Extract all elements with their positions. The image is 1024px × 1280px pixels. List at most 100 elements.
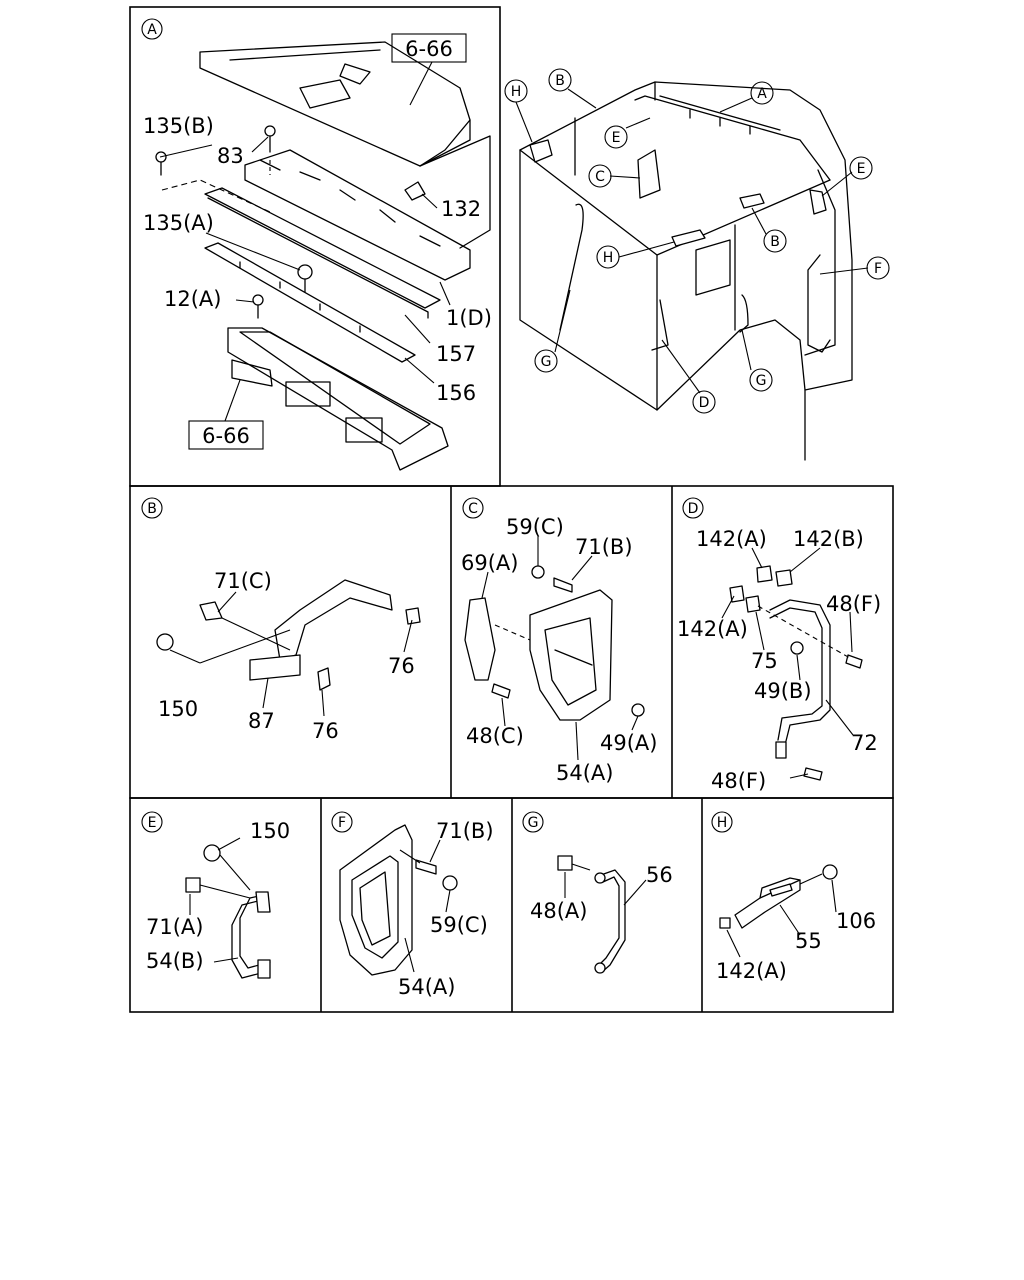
label-12a: 12(A) <box>164 287 221 311</box>
panel-b: B 71(C) 150 87 76 76 <box>141 497 421 743</box>
strip-part <box>204 242 416 363</box>
label-76-right: 76 <box>388 654 415 678</box>
label-142a-left: 142(A) <box>677 617 748 641</box>
rod-handle-part <box>729 565 863 781</box>
label-56: 56 <box>646 863 673 887</box>
panel-h: H 106 55 142(A) <box>711 811 876 983</box>
panel-g: G 56 48(A) <box>522 811 673 974</box>
leaders-g <box>564 872 647 906</box>
panel-c: C 59(C) 71(B) 69(A) 48(C) 49(A) 54(A) <box>461 497 657 785</box>
panel-f-letter: F <box>331 811 353 833</box>
panel-a: A <box>141 18 492 471</box>
cab-overview: H B A E C E B H F G G D <box>504 68 890 461</box>
leaders-b <box>217 591 413 717</box>
fasteners-a <box>155 125 426 319</box>
leaders-h <box>726 879 837 958</box>
svg-text:F: F <box>874 261 882 277</box>
svg-text:F: F <box>338 815 346 831</box>
panel-g-letter: G <box>522 811 544 833</box>
label-69a: 69(A) <box>461 551 518 575</box>
reference-box-bottom: 6-66 <box>188 420 264 450</box>
svg-text:H: H <box>511 84 522 100</box>
label-55: 55 <box>795 929 822 953</box>
rail-part <box>204 187 441 319</box>
label-1d: 1(D) <box>446 306 492 330</box>
panel-e: E 150 71(A) 54(B) <box>141 811 290 979</box>
label-54a: 54(A) <box>398 975 455 999</box>
top-cover-part <box>199 41 471 167</box>
label-135b: 135(B) <box>143 114 214 138</box>
step-bracket-part <box>719 864 838 929</box>
handle-e-part <box>185 844 271 979</box>
svg-text:B: B <box>770 234 780 250</box>
label-48c: 48(C) <box>466 724 524 748</box>
label-59c: 59(C) <box>506 515 564 539</box>
label-75: 75 <box>751 649 778 673</box>
leaders-d <box>721 547 854 779</box>
label-71b: 71(B) <box>575 535 633 559</box>
label-142a: 142(A) <box>716 959 787 983</box>
overview-callouts: H B A E C E B H F G G D <box>504 68 890 414</box>
svg-text:B: B <box>147 501 157 517</box>
leaders-a <box>159 61 451 422</box>
svg-text:C: C <box>468 501 478 517</box>
label-49a: 49(A) <box>600 731 657 755</box>
label-135a: 135(A) <box>143 211 214 235</box>
cab-outline <box>519 81 853 461</box>
svg-text:D: D <box>688 501 699 517</box>
svg-text:E: E <box>857 161 866 177</box>
svg-text:D: D <box>699 395 710 411</box>
label-76-bottom: 76 <box>312 719 339 743</box>
handle-g-part <box>557 855 626 974</box>
grab-handle-part <box>156 579 421 691</box>
label-49b: 49(B) <box>754 679 812 703</box>
reference-box-top: 6-66 <box>391 33 467 63</box>
svg-text:C: C <box>595 169 605 185</box>
overview-leaders <box>515 88 869 394</box>
bracket-plate-part <box>244 135 491 281</box>
label-71c: 71(C) <box>214 569 272 593</box>
panel-c-letter: C <box>462 497 484 519</box>
label-71a: 71(A) <box>146 915 203 939</box>
svg-text:A: A <box>147 22 157 38</box>
panel-f: F 71(B) 59(C) 54(A) <box>331 811 494 999</box>
dashed-links-a <box>161 160 271 213</box>
panel-d: D 142(A) 142(B) 142(A) 48( <box>677 497 881 793</box>
label-106: 106 <box>836 909 876 933</box>
leaders-e <box>189 837 241 963</box>
label-54a: 54(A) <box>556 761 613 785</box>
panel-h-letter: H <box>711 811 733 833</box>
label-71b: 71(B) <box>436 819 494 843</box>
panel-b-letter: B <box>141 497 163 519</box>
label-157: 157 <box>436 342 476 366</box>
handle-bracket-part <box>464 565 645 721</box>
diagram-frames <box>129 6 894 1013</box>
label-156: 156 <box>436 381 476 405</box>
svg-text:6-66: 6-66 <box>405 37 453 61</box>
label-48f-top: 48(F) <box>826 592 881 616</box>
panel-a-letter: A <box>141 18 163 40</box>
svg-text:H: H <box>603 250 614 266</box>
label-59c: 59(C) <box>430 913 488 937</box>
svg-text:G: G <box>528 815 539 831</box>
panel-e-letter: E <box>141 811 163 833</box>
svg-text:E: E <box>148 815 157 831</box>
label-48a: 48(A) <box>530 899 587 923</box>
svg-text:A: A <box>757 86 767 102</box>
label-150: 150 <box>250 819 290 843</box>
svg-text:H: H <box>717 815 728 831</box>
bottom-tray-part <box>227 327 449 471</box>
label-132: 132 <box>441 197 481 221</box>
label-150: 150 <box>158 697 198 721</box>
label-72: 72 <box>851 731 878 755</box>
cab-handles <box>529 95 831 353</box>
label-142b: 142(B) <box>793 527 864 551</box>
leaders-f <box>404 839 451 973</box>
label-87: 87 <box>248 709 275 733</box>
handle-bracket-f-part <box>339 824 458 976</box>
svg-text:G: G <box>756 373 767 389</box>
panel-d-letter: D <box>682 497 704 519</box>
svg-text:G: G <box>541 354 552 370</box>
label-83: 83 <box>217 144 244 168</box>
